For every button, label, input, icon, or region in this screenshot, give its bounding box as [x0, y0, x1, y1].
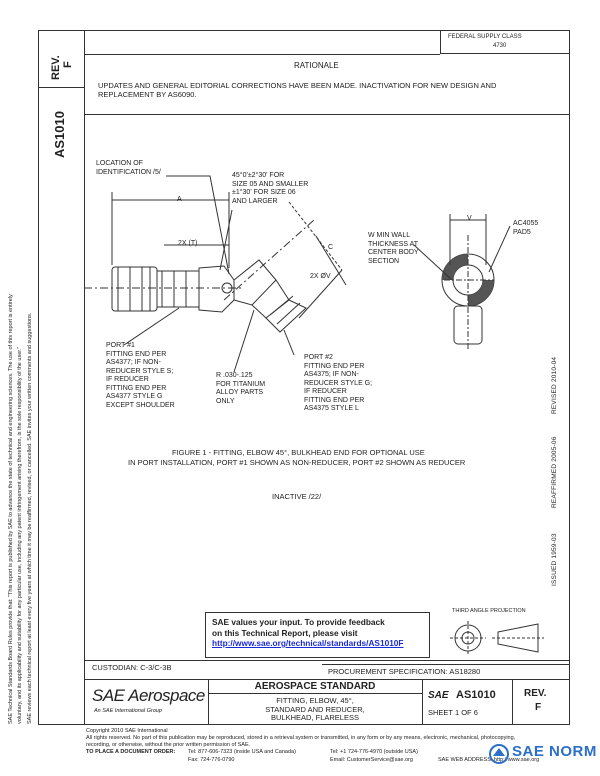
left-notice-2: voluntary, and its applicability and sui… — [17, 346, 23, 724]
dim-2x-t-label: 2X (T) — [178, 240, 198, 247]
drawing-frame — [84, 30, 570, 725]
standard-underline — [208, 693, 422, 694]
procurement: PROCUREMENT SPECIFICATION: AS18280 — [328, 667, 481, 676]
elbow-body — [198, 265, 235, 313]
projection-label: THIRD ANGLE PROJECTION — [452, 608, 526, 614]
rationale-divider — [84, 54, 440, 55]
dim-c-label: C — [328, 244, 334, 251]
title-divider-3 — [512, 679, 513, 725]
feedback-line1: SAE values your input. To provide feedba… — [212, 617, 385, 627]
doc-number: AS1010 — [456, 689, 496, 701]
footer-tel1: Tel: 877-606-7323 (inside USA and Canada… — [188, 749, 296, 755]
doc-id-vertical: AS1010 — [52, 111, 67, 158]
rationale-text: UPDATES AND GENERAL EDITORIAL CORRECTION… — [98, 81, 497, 99]
rev-value: F — [62, 61, 74, 68]
dim-a-label: A — [177, 196, 182, 203]
title-divider-2 — [422, 679, 423, 725]
callout-location: LOCATION OF IDENTIFICATION /5/ — [96, 160, 161, 176]
aerospace-standard-title: AEROSPACE STANDARD — [254, 681, 376, 692]
title-rev-value: F — [535, 702, 542, 713]
rationale-bottom-rule — [84, 114, 570, 115]
sae-aerospace-logo: SAE Aerospace — [92, 686, 205, 706]
title-divider-1 — [208, 679, 209, 725]
fed-ref-line2: 4730 — [493, 43, 507, 49]
fed-ref-box — [440, 30, 570, 54]
history-issued: ISSUED 1959-03 — [551, 533, 558, 586]
port1-note: PORT #1 FITTING END PER AS4377; IF NON- … — [106, 342, 175, 409]
location-leader — [166, 175, 230, 275]
left-strip — [38, 30, 84, 725]
callout-angle: 45°0'±2°30' FOR SIZE 05 AND SMALLER ±1°3… — [232, 172, 309, 205]
figure-caption-line2: IN PORT INSTALLATION, PORT #1 SHOWN AS N… — [128, 458, 466, 467]
document-title: FITTING, ELBOW, 45°, STANDARD AND REDUCE… — [265, 696, 365, 722]
custodian: CUSTODIAN: C-3/C-3B — [92, 663, 172, 672]
feedback-link[interactable]: http://www.sae.org/technical/standards/A… — [212, 638, 404, 648]
port1-leader — [123, 307, 180, 346]
rationale-title: RATIONALE — [294, 61, 339, 70]
title-rev-label: REV. — [524, 688, 547, 699]
radius-note: R .030-.125 FOR TITANIUM ALLOY PARTS ONL… — [216, 372, 266, 405]
footer-copyright: Copyright 2010 SAE International — [86, 728, 168, 734]
rev-label: REV. — [50, 55, 62, 80]
ac4055-note: AC4055 PAD5 — [513, 220, 539, 236]
dim-2x-w-label: 2X ØV — [310, 273, 331, 280]
footer-order: TO PLACE A DOCUMENT ORDER: — [86, 749, 176, 755]
dim-v-label: V — [467, 215, 472, 222]
footer-fax: Fax: 724-776-0790 — [188, 757, 235, 763]
left-notice-1: SAE Technical Standards Board Rules prov… — [8, 294, 14, 724]
sae-mark: SAE — [428, 690, 449, 701]
footer-email: Email: CustomerService@sae.org — [330, 757, 413, 763]
port2-leader — [283, 329, 295, 356]
footer-web: SAE WEB ADDRESS: http://www.sae.org — [438, 757, 540, 763]
feedback-line2: on this Technical Report, please visit — [212, 627, 358, 638]
footer-rights: All rights reserved. No part of this pub… — [86, 735, 516, 741]
title-block-top-rule — [84, 679, 570, 680]
inactive-note: INACTIVE /22/ — [272, 492, 322, 501]
watermark-icon — [489, 744, 509, 764]
history-reaffirmed: REAFFIRMED 2005-06 — [551, 436, 558, 508]
radius-leader — [233, 309, 255, 373]
procurement-top-rule — [322, 664, 570, 665]
port2-note: PORT #2 FITTING END PER AS4375; IF NON- … — [304, 354, 373, 412]
figure-caption-line1: FIGURE 1 - FITTING, ELBOW 45°, BULKHEAD … — [172, 448, 425, 457]
left-notice-3: SAE reviews each technical report at lea… — [27, 312, 33, 724]
feedback-box: SAE values your input. To provide feedba… — [205, 612, 430, 658]
wall-note: W MIN WALL THICKNESS AT CENTER BODY SECT… — [368, 232, 419, 265]
rev-box — [38, 30, 84, 88]
section-stem — [453, 305, 483, 345]
projection-symbol — [450, 621, 544, 655]
logo-text: SAE Aerospace — [92, 686, 205, 705]
elbow-arm — [233, 259, 277, 306]
port1-body — [156, 270, 200, 308]
fed-ref-line1: FEDERAL SUPPLY CLASS — [448, 34, 522, 40]
logo-sub: An SAE International Group — [94, 708, 162, 714]
fitting-drawing — [84, 175, 511, 373]
watermark-text: SAE NORM — [512, 743, 597, 760]
sheet-number: SHEET 1 OF 6 — [428, 708, 478, 717]
custodian-top-rule — [84, 660, 570, 661]
footer-rights-2: recording, or otherwise, without the pri… — [86, 742, 251, 748]
watermark-logo: SAE NORM — [488, 740, 598, 768]
angle-leader — [219, 209, 233, 271]
footer-tel2: Tel: +1 724-776-4970 (outside USA) — [330, 749, 418, 755]
